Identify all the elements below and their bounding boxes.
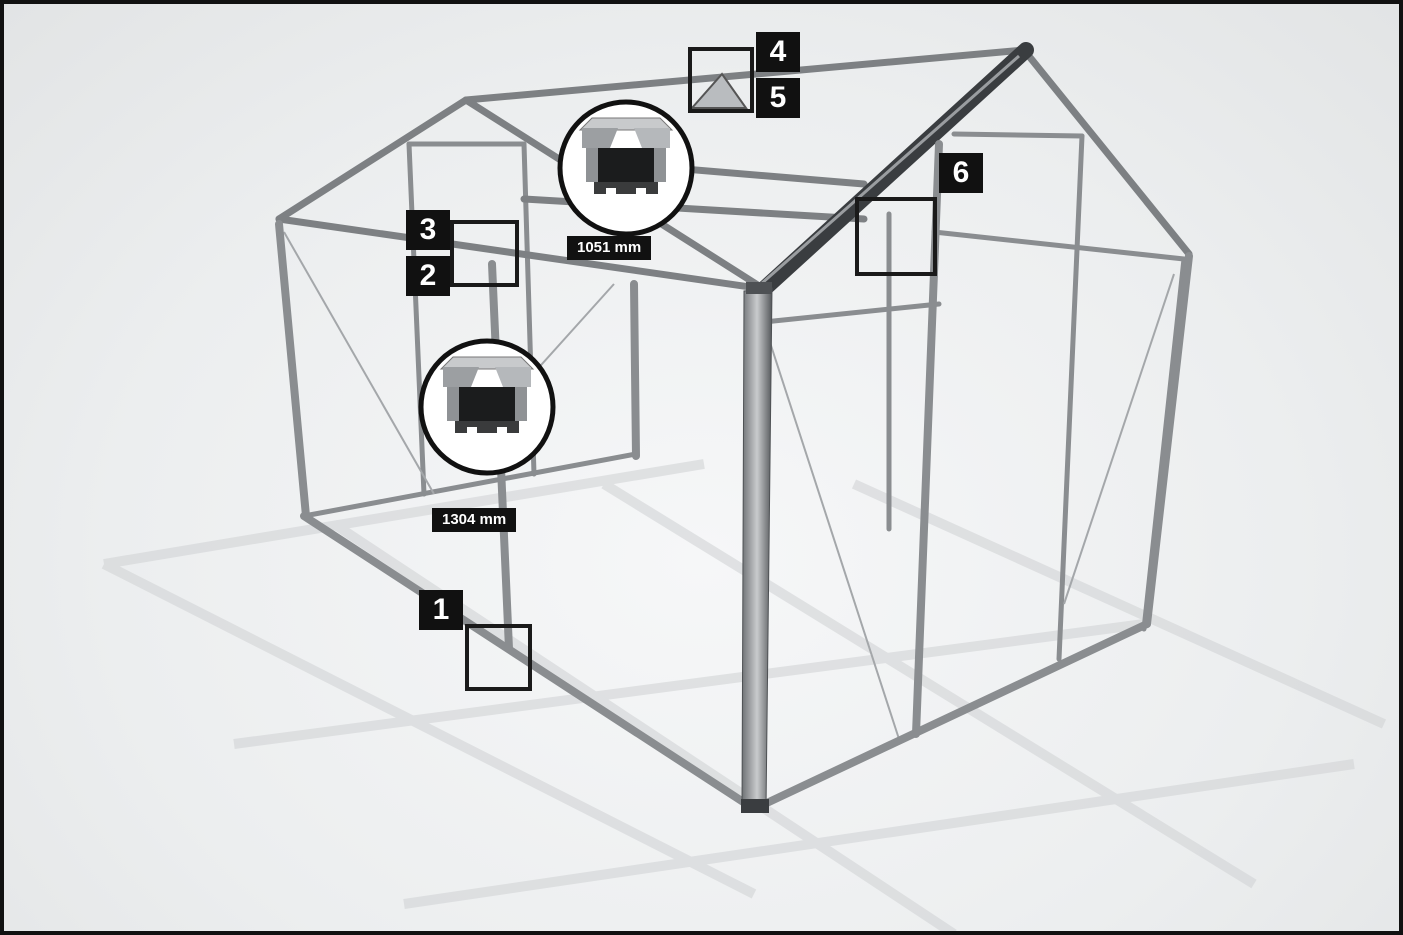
callout-box-1	[465, 624, 532, 691]
profile-cross-section-icon	[557, 99, 695, 237]
callout-label-5: 5	[756, 78, 800, 118]
callout-label-4: 4	[756, 32, 800, 72]
callout-label-6: 6	[939, 153, 983, 193]
callout-label-2: 2	[406, 256, 450, 296]
profile-cross-section-icon	[418, 338, 556, 476]
roof-corner-joint	[746, 282, 772, 294]
callout-box-6	[855, 197, 937, 276]
ridge-beam-highlight	[760, 54, 1020, 286]
callout-label-3: 3	[406, 210, 450, 250]
callout-box-2-3	[450, 220, 519, 287]
callout-box-4-5	[688, 47, 754, 113]
greenhouse-frame-illustration	[101, 42, 1387, 931]
roof-profile-dimension: 1051 mm	[567, 236, 652, 260]
callout-label-1: 1	[419, 590, 463, 630]
post-foot	[741, 799, 769, 813]
side-profile-dimension: 1304 mm	[432, 508, 517, 532]
callout-boxes	[450, 47, 937, 691]
front-corner-post	[741, 287, 773, 810]
roof-vent	[689, 72, 748, 109]
